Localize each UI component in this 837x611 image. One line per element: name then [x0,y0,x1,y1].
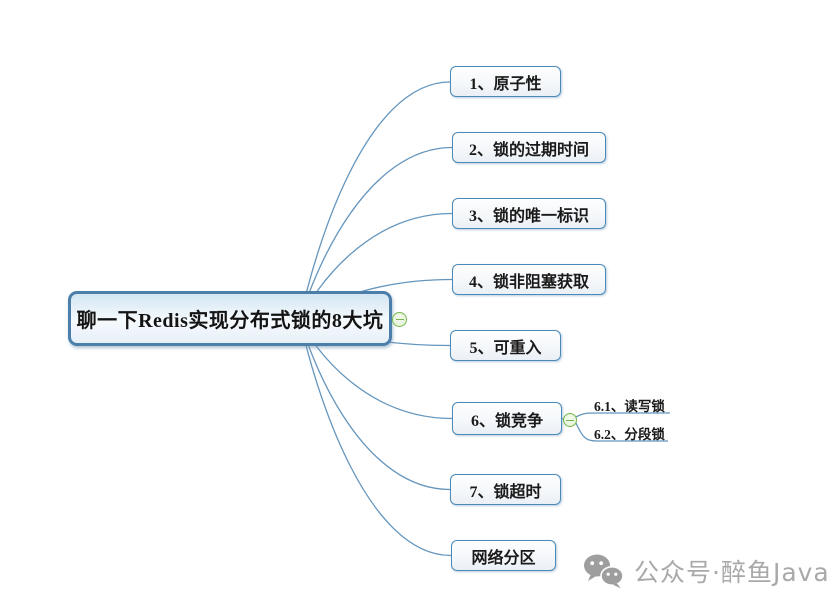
branch-label: 1、原子性 [469,75,542,93]
root-node[interactable]: 聊一下Redis实现分布式锁的8大坑 [68,291,392,346]
branch-node-4[interactable]: 4、锁非阻塞获取 [452,264,606,295]
minus-icon [566,419,574,421]
minus-icon [395,319,404,320]
link-branch6-sub-2 [575,422,668,442]
branch-node-6[interactable]: 6、锁竞争 [452,402,562,435]
branch-label: 6、锁竞争 [470,412,543,430]
collapse-icon-root[interactable] [392,312,407,327]
watermark: 公众号·醉鱼Java [583,553,830,589]
branch-label: 4、锁非阻塞获取 [468,273,589,291]
link-branch6-sub-1 [575,412,670,418]
branch-label: 2、锁的过期时间 [468,141,589,159]
branch-label: 3、锁的唯一标识 [468,207,589,225]
collapse-icon-branch-6[interactable] [563,413,577,427]
branch-label: 7、锁超时 [469,483,542,501]
root-node-label: 聊一下Redis实现分布式锁的8大坑 [76,310,384,332]
sub-branch-node-6-1[interactable]: 6.1、读写锁 [594,399,665,414]
watermark-text: 公众号·醉鱼Java [634,558,830,587]
branch-node-7[interactable]: 7、锁超时 [450,474,561,505]
branch-node-8[interactable]: 网络分区 [451,540,556,571]
wechat-icon [584,554,624,589]
branch-node-1[interactable]: 1、原子性 [450,66,561,97]
branch-label: 5、可重入 [469,339,542,357]
link-root-branch-8 [299,319,452,557]
branch-label: 网络分区 [471,549,536,567]
branch-node-2[interactable]: 2、锁的过期时间 [452,132,606,163]
branch-node-5[interactable]: 5、可重入 [450,330,561,361]
branch-node-3[interactable]: 3、锁的唯一标识 [452,198,606,229]
link-root-branch-1 [299,81,451,321]
sub-branch-node-6-2[interactable]: 6.2、分段锁 [594,427,665,442]
